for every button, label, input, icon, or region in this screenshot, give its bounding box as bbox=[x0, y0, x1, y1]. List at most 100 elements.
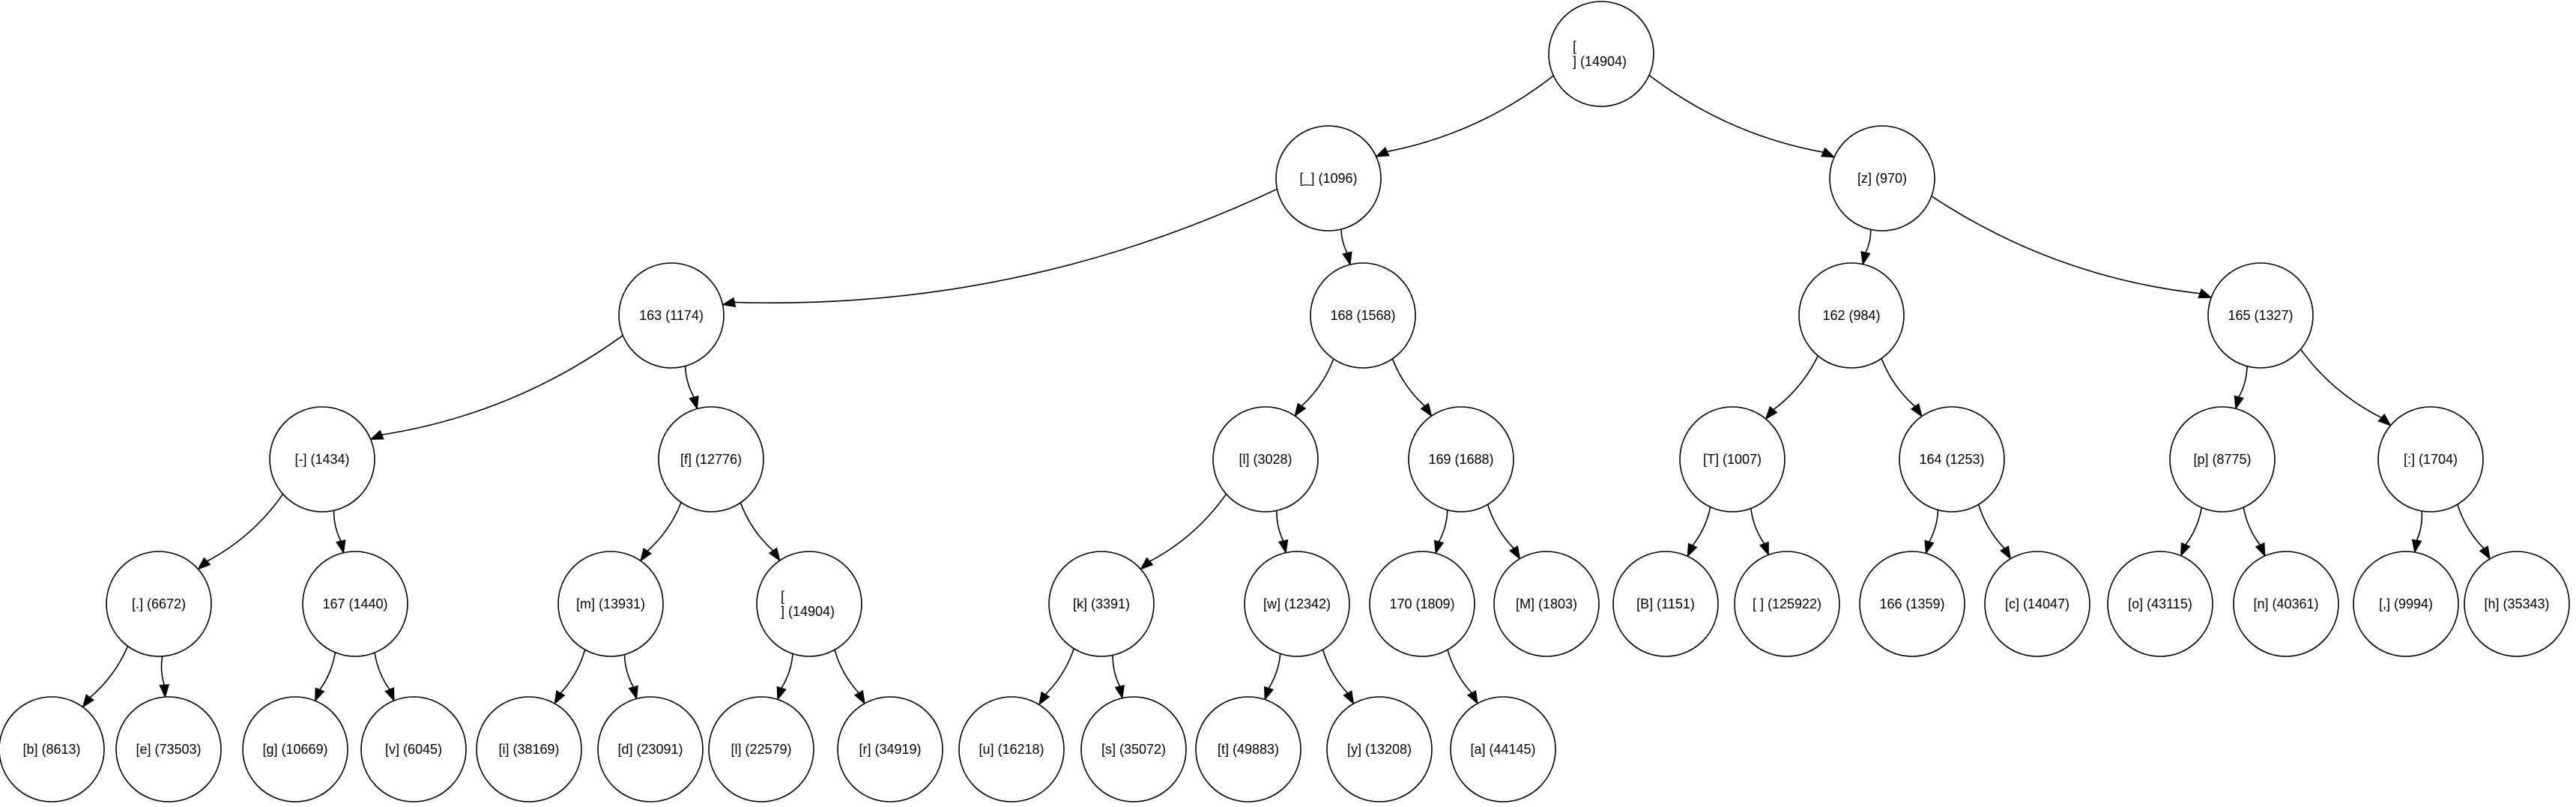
tree-edge bbox=[1865, 229, 1872, 253]
arrowhead-icon bbox=[639, 547, 653, 562]
node-label: [.] (6672) bbox=[132, 596, 186, 611]
tree-node: [c] (14047) bbox=[1984, 551, 2090, 657]
arrowhead-icon bbox=[689, 395, 699, 411]
tree-node: [n] (40361) bbox=[2233, 551, 2339, 657]
node-circle bbox=[1450, 696, 1556, 803]
arrowhead-icon bbox=[1821, 147, 1836, 158]
node-circle bbox=[756, 551, 862, 657]
node-label: [_] (1096) bbox=[1299, 171, 1357, 187]
tree-node: [h] (35343) bbox=[2464, 551, 2570, 657]
node-circle bbox=[1080, 696, 1187, 803]
tree-edge bbox=[2457, 504, 2485, 549]
node-circle bbox=[360, 696, 467, 803]
arrowhead-icon bbox=[2000, 545, 2012, 560]
node-label: [t] (49883) bbox=[1218, 742, 1279, 757]
arrowhead-icon bbox=[336, 539, 346, 554]
arrowhead-icon bbox=[721, 297, 737, 308]
tree-node: [z] (970) bbox=[1829, 125, 1935, 232]
tree-edge bbox=[1648, 74, 1824, 153]
node-label: [y] (13208) bbox=[1347, 742, 1412, 757]
node-label: [p] (8775) bbox=[2193, 452, 2251, 467]
node-label: 165 (1327) bbox=[2228, 308, 2293, 323]
node-label: [o] (43115) bbox=[2128, 596, 2192, 611]
tree-node: 166 (1359) bbox=[1859, 551, 1965, 657]
tree-edge bbox=[1487, 504, 1514, 549]
arrowhead-icon bbox=[1294, 402, 1307, 417]
node-label: 170 (1809) bbox=[1389, 596, 1454, 611]
tree-edge bbox=[2300, 348, 2382, 419]
node-label: 167 (1440) bbox=[322, 596, 387, 611]
node-circle bbox=[1493, 551, 1600, 657]
arrowhead-icon bbox=[197, 557, 211, 570]
arrowhead-icon bbox=[628, 685, 638, 701]
node-label: [ ] (125922) bbox=[1753, 596, 1821, 611]
arrowhead-icon bbox=[1375, 146, 1390, 157]
node-circle bbox=[1899, 406, 2005, 513]
node-label: [M] (1803) bbox=[1516, 596, 1577, 611]
tree-node: [-] (1434) bbox=[269, 406, 375, 513]
node-circle bbox=[242, 696, 348, 803]
node-label: [ bbox=[1573, 39, 1576, 54]
tree-edge bbox=[207, 493, 284, 562]
tree-edge bbox=[1149, 493, 1227, 562]
node-circle bbox=[2353, 551, 2459, 657]
arrowhead-icon bbox=[1114, 684, 1125, 700]
tree-edge bbox=[781, 653, 793, 689]
tree-node: [t] (49883) bbox=[1195, 696, 1301, 803]
tree-node: [] (14904) bbox=[756, 551, 862, 657]
node-label: [i] (38169) bbox=[498, 742, 559, 757]
tree-edge bbox=[1773, 355, 1819, 411]
tree-edge bbox=[1044, 648, 1074, 695]
node-circle bbox=[115, 696, 222, 803]
node-circle bbox=[1212, 406, 1319, 513]
arrowhead-icon bbox=[2479, 545, 2491, 560]
tree-node: [:] (1704) bbox=[2377, 406, 2484, 513]
tree-edge bbox=[1112, 655, 1121, 687]
tree-node: [o] (43115) bbox=[2107, 551, 2213, 657]
tree-node: [_] (1096) bbox=[1275, 125, 1382, 232]
tree-node: [l] (22579) bbox=[708, 696, 814, 803]
tree-edge bbox=[834, 649, 859, 694]
tree-edge bbox=[1438, 510, 1448, 542]
tree-node: [] (14904) bbox=[1548, 1, 1654, 107]
arrowhead-icon bbox=[1509, 545, 1521, 560]
node-circle bbox=[1984, 551, 2090, 657]
tree-edge bbox=[1276, 510, 1284, 542]
tree-edge bbox=[740, 502, 774, 551]
arrowhead-icon bbox=[1342, 251, 1352, 266]
tree-node: 163 (1174) bbox=[618, 262, 725, 369]
node-label: [a] (44145) bbox=[1470, 742, 1535, 757]
arrowhead-icon bbox=[1910, 403, 1923, 417]
node-circle bbox=[1310, 262, 1416, 369]
node-label: 162 (984) bbox=[1822, 308, 1880, 323]
tree-node: 167 (1440) bbox=[302, 551, 408, 657]
node-circle bbox=[1326, 696, 1433, 803]
arrowhead-icon bbox=[1466, 689, 1478, 705]
node-label: [u] (16218) bbox=[979, 742, 1044, 757]
tree-edge bbox=[734, 188, 1278, 303]
tree-node: [p] (8775) bbox=[2169, 406, 2276, 513]
node-label: 164 (1253) bbox=[1919, 452, 1984, 467]
node-label: [c] (14047) bbox=[2005, 596, 2069, 611]
arrowhead-icon bbox=[768, 547, 781, 562]
tree-edge bbox=[2416, 510, 2423, 541]
node-label: [l] (22579) bbox=[731, 742, 791, 757]
tree-edge bbox=[684, 366, 695, 398]
arrowhead-icon bbox=[2180, 542, 2191, 557]
tree-node: [s] (35072) bbox=[1080, 696, 1187, 803]
tree-node: [v] (6045) bbox=[360, 696, 467, 803]
node-circle bbox=[2107, 551, 2213, 657]
node-label: [T] (1007) bbox=[1703, 452, 1762, 467]
node-label: [g] (10669) bbox=[262, 742, 327, 757]
node-circle bbox=[2464, 551, 2570, 657]
arrowhead-icon bbox=[369, 429, 384, 440]
tree-edge bbox=[623, 654, 635, 688]
tree-node: [M] (1803) bbox=[1493, 551, 1600, 657]
tree-node: [g] (10669) bbox=[242, 696, 348, 803]
node-circle bbox=[1798, 262, 1905, 369]
node-label: 169 (1688) bbox=[1428, 452, 1493, 467]
node-circle bbox=[1829, 125, 1935, 232]
tree-edge bbox=[1692, 507, 1711, 546]
node-circle bbox=[106, 551, 212, 657]
